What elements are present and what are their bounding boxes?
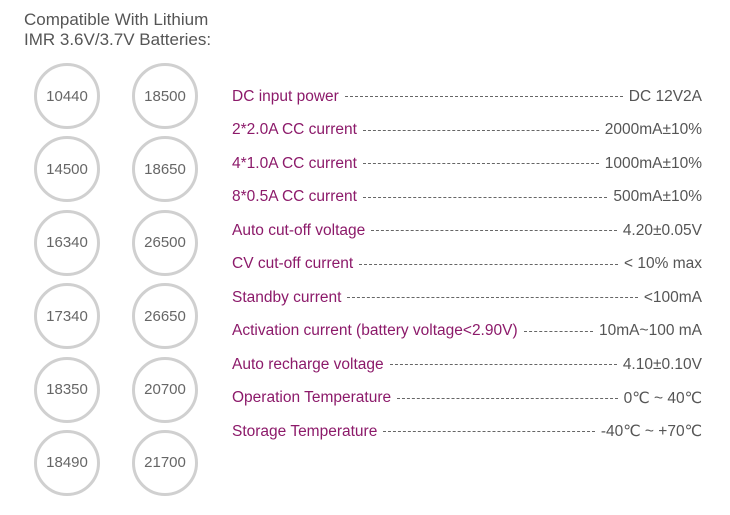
battery-size-badge: 26650 <box>132 283 198 350</box>
spec-row: Auto recharge voltage 4.10±0.10V <box>232 348 702 382</box>
battery-size-badge: 21700 <box>132 429 198 496</box>
battery-size-badge: 20700 <box>132 356 198 423</box>
spec-label: 4*1.0A CC current <box>232 154 357 172</box>
spec-value: <100mA <box>643 288 702 306</box>
battery-size-badge: 18350 <box>34 356 100 423</box>
battery-size-grid: 10440 18500 14500 18650 16340 26500 1734… <box>34 63 214 496</box>
dashed-leader <box>371 230 617 232</box>
spec-label: DC input power <box>232 87 339 105</box>
dashed-leader <box>362 163 599 165</box>
heading-line-2: IMR 3.6V/3.7V Batteries: <box>24 30 212 49</box>
spec-row: Standby current <100mA <box>232 281 702 315</box>
spec-label: Auto cut-off voltage <box>232 221 366 239</box>
spec-value: 1000mA±10% <box>604 154 702 172</box>
spec-row: 4*1.0A CC current 1000mA±10% <box>232 147 702 181</box>
spec-value: DC 12V2A <box>628 87 702 105</box>
spec-value: 10mA~100 mA <box>599 322 702 340</box>
spec-label: Operation Temperature <box>232 389 392 407</box>
battery-size-badge: 16340 <box>34 209 100 276</box>
battery-size-badge: 18500 <box>132 63 198 129</box>
spec-row: Storage Temperature -40℃ ~ +70℃ <box>232 415 702 449</box>
spec-label: Standby current <box>232 288 342 306</box>
spec-label: 2*2.0A CC current <box>232 121 357 139</box>
spec-value: 4.20±0.05V <box>622 221 702 239</box>
spec-value: 0℃ ~ 40℃ <box>623 389 702 407</box>
spec-label: Activation current (battery voltage<2.90… <box>232 322 518 340</box>
dashed-leader <box>347 297 638 299</box>
dashed-leader <box>397 397 618 399</box>
battery-size-badge: 14500 <box>34 136 100 203</box>
compatibility-heading: Compatible With Lithium IMR 3.6V/3.7V Ba… <box>24 10 211 50</box>
dashed-leader <box>362 196 608 198</box>
spec-value: 500mA±10% <box>613 188 702 206</box>
spec-row: 8*0.5A CC current 500mA±10% <box>232 181 702 215</box>
dashed-leader <box>359 263 619 265</box>
spec-row: CV cut-off current < 10% max <box>232 248 702 282</box>
battery-size-badge: 17340 <box>34 283 100 350</box>
spec-row: Auto cut-off voltage 4.20±0.05V <box>232 214 702 248</box>
spec-row: Operation Temperature 0℃ ~ 40℃ <box>232 382 702 416</box>
spec-value: < 10% max <box>624 255 702 273</box>
battery-size-badge: 10440 <box>34 63 100 129</box>
spec-label: Storage Temperature <box>232 422 378 440</box>
battery-size-badge: 18490 <box>34 429 100 496</box>
spec-value: 2000mA±10% <box>604 121 702 139</box>
spec-row: DC input power DC 12V2A <box>232 80 702 114</box>
dashed-leader <box>344 96 623 98</box>
spec-row: 2*2.0A CC current 2000mA±10% <box>232 114 702 148</box>
dashed-leader <box>523 330 594 332</box>
heading-line-1: Compatible With Lithium <box>24 10 209 29</box>
dashed-leader <box>362 129 599 131</box>
spec-label: 8*0.5A CC current <box>232 188 357 206</box>
spec-label: CV cut-off current <box>232 255 354 273</box>
spec-label: Auto recharge voltage <box>232 355 384 373</box>
spec-row: Activation current (battery voltage<2.90… <box>232 315 702 349</box>
dashed-leader <box>389 364 617 366</box>
spec-value: -40℃ ~ +70℃ <box>600 423 702 441</box>
battery-size-badge: 26500 <box>132 209 198 276</box>
spec-value: 4.10±0.10V <box>622 355 702 373</box>
spec-list: DC input power DC 12V2A 2*2.0A CC curren… <box>232 80 702 449</box>
battery-size-badge: 18650 <box>132 136 198 203</box>
dashed-leader <box>383 431 595 433</box>
